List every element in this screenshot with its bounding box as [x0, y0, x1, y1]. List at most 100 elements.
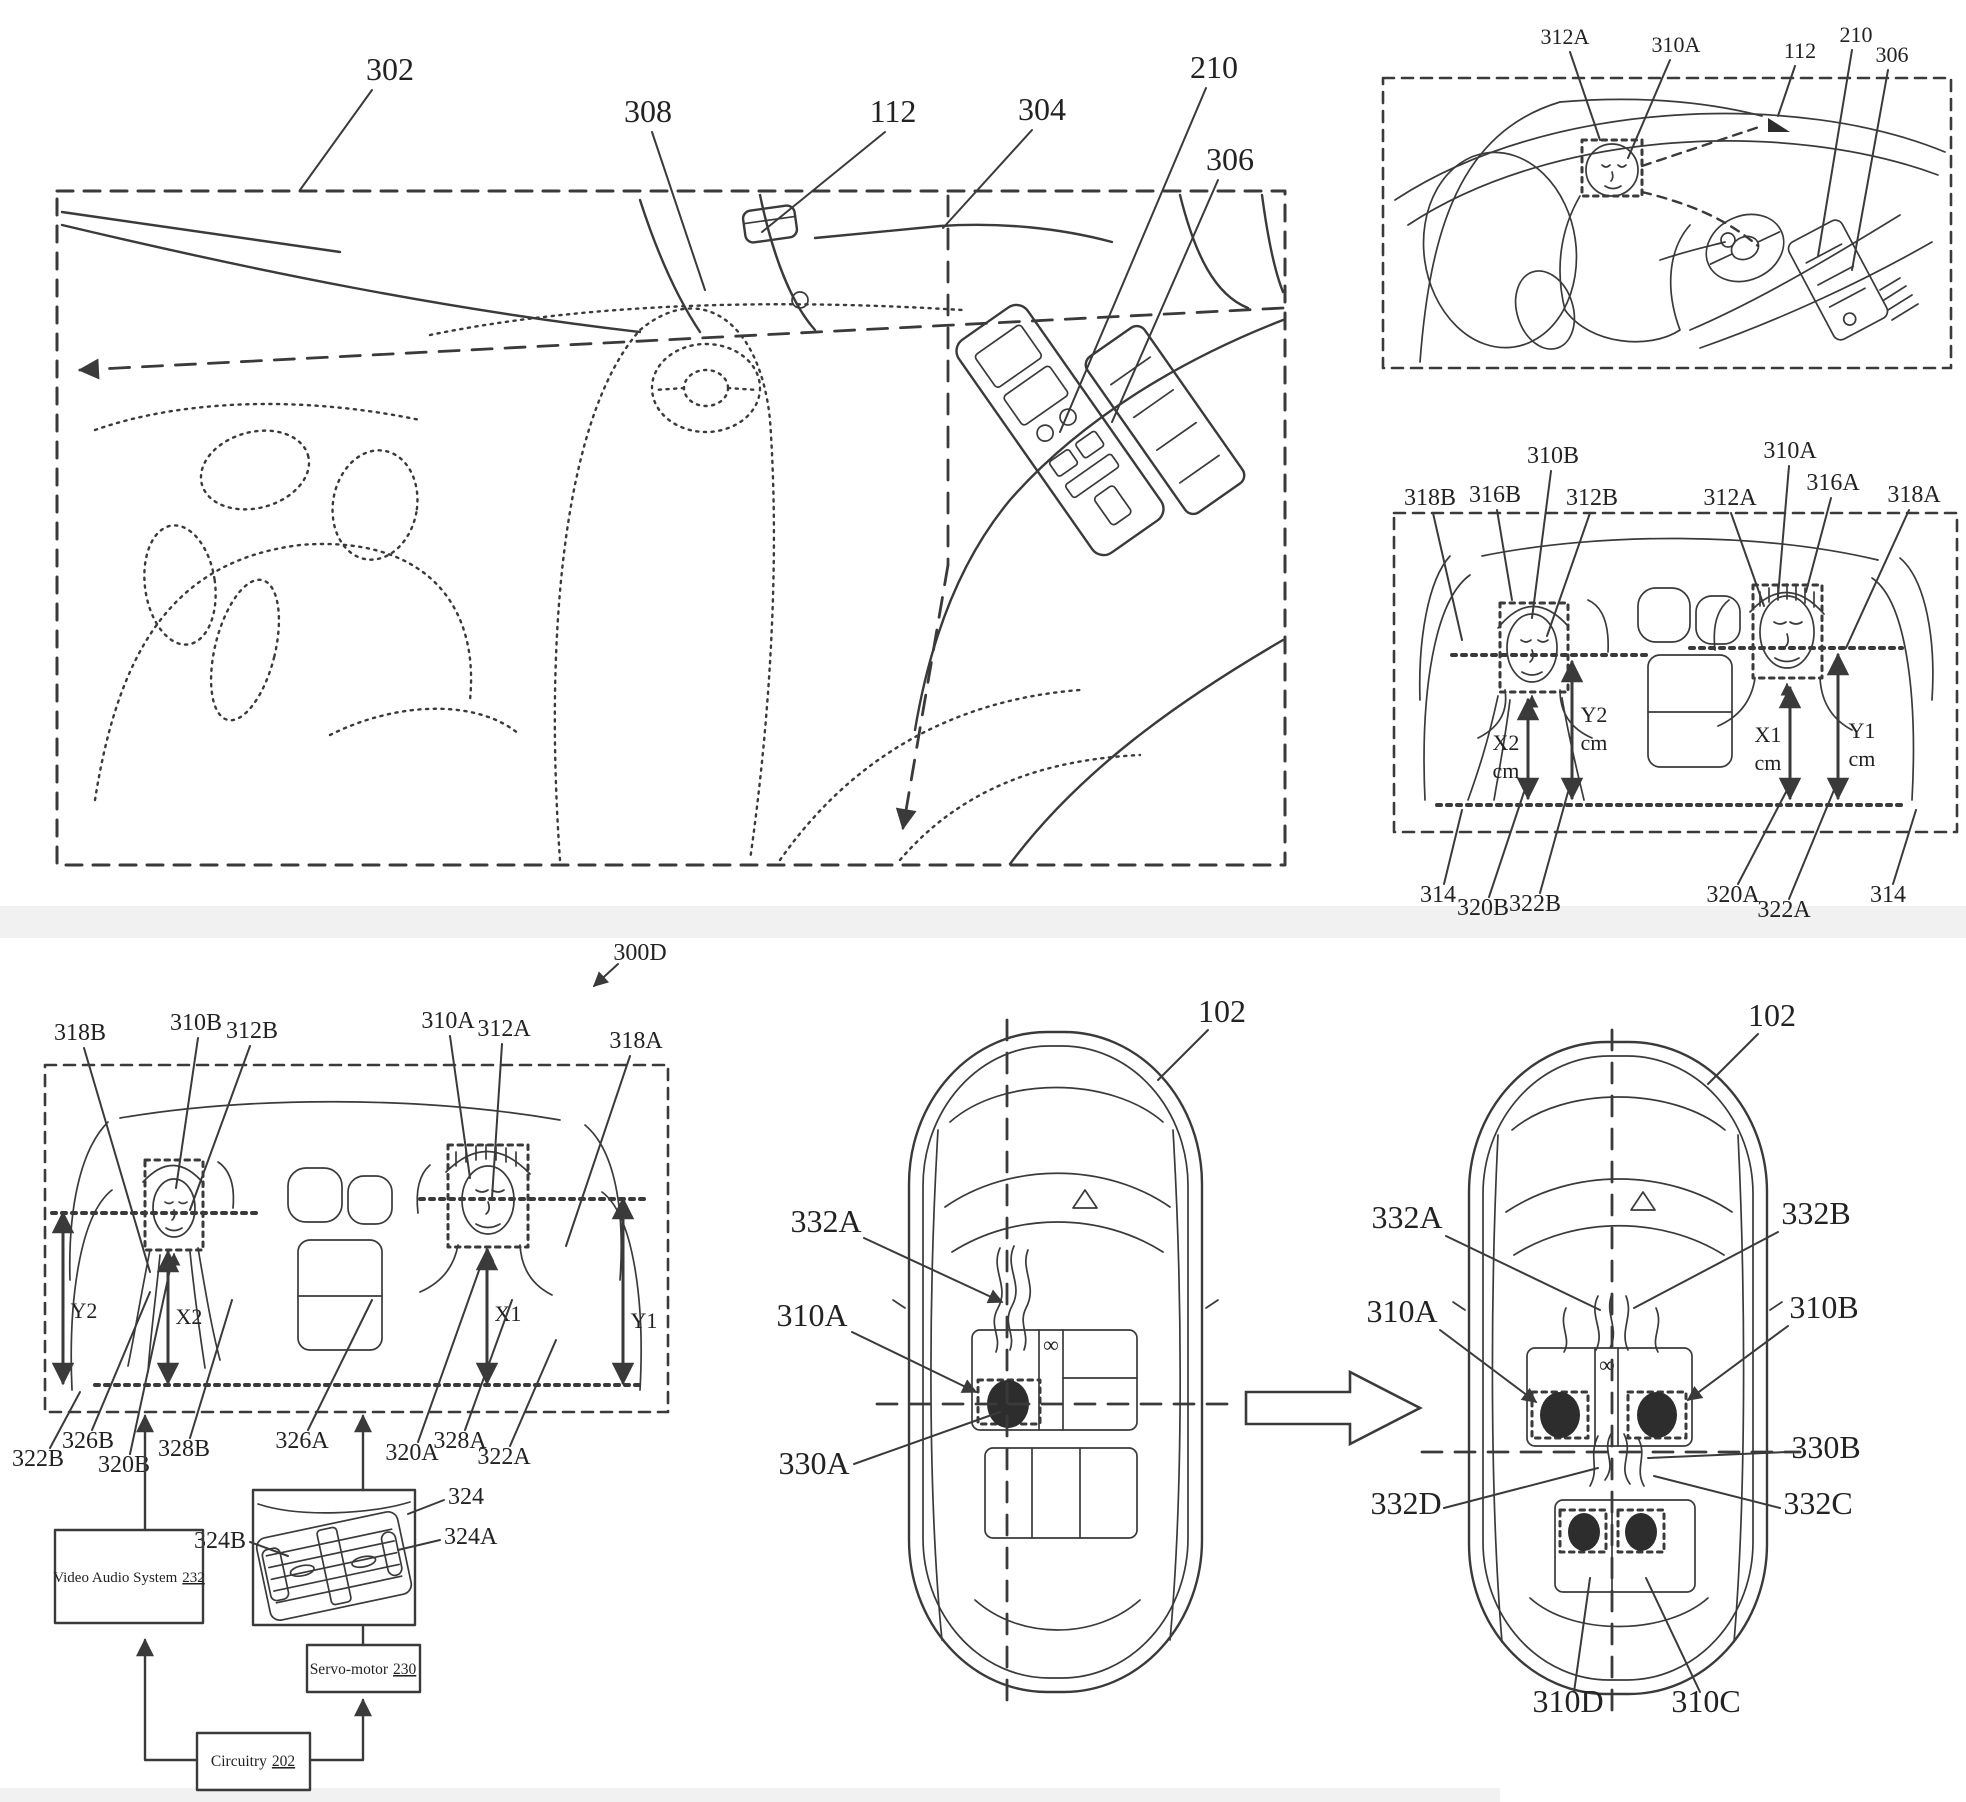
dash-speaker-hatch — [1879, 277, 1919, 321]
label-Y2: Y2 — [71, 1298, 98, 1323]
label-X2-cm: cm — [1493, 758, 1520, 783]
ref-label-310D: 310D — [1532, 1683, 1603, 1719]
transition-block-arrow-icon — [1244, 1369, 1423, 1447]
leader-314-right — [1892, 809, 1917, 885]
ref-label-314-right: 314 — [1870, 882, 1906, 908]
leader-320B — [1488, 791, 1525, 898]
label-X2: X2 — [1493, 730, 1520, 755]
ref-label-318A: 318A — [609, 1028, 663, 1054]
leader-324A — [397, 1539, 441, 1551]
ref-label-318B: 318B — [54, 1020, 106, 1046]
ref-label-310C: 310C — [1671, 1683, 1740, 1719]
cabin-view-dashed-border — [1392, 511, 1959, 834]
label-Y2: Y2 — [1581, 702, 1608, 727]
driver-face-box-dashed — [1580, 138, 1644, 198]
roof-triangle-icon — [1630, 1191, 1656, 1211]
ref-label-308: 308 — [624, 93, 672, 129]
ref-label-314-left: 314 — [1420, 882, 1456, 908]
cabin-top-ref-labels: 318B 316B 310B 312B 312A 310A 316A 318A — [1404, 438, 1941, 649]
cabin-interior: ∞ — [971, 1245, 1138, 1539]
occupant-zone-box-310C — [1616, 1508, 1666, 1554]
leader-210 — [1059, 87, 1207, 433]
face-box-right-dotted — [446, 1143, 530, 1249]
ref-label-112: 112 — [1784, 38, 1816, 63]
leader-310B — [175, 1037, 199, 1189]
panel-measurement-300D: 300D — [12, 940, 670, 1792]
ref-label-102: 102 — [1198, 993, 1246, 1029]
leader-332A — [1445, 1235, 1601, 1311]
ref-label-324A: 324A — [444, 1524, 498, 1550]
cabin-interior: ∞ — [1526, 1293, 1696, 1593]
leader-306 — [1111, 179, 1219, 423]
ref-label-306: 306 — [1876, 42, 1909, 67]
ref-label-310B: 310B — [1789, 1289, 1858, 1325]
connector-circuitry-to-vas — [136, 1638, 199, 1762]
leader-330A — [853, 1411, 1001, 1465]
console-infinity-glyph: ∞ — [1043, 1332, 1059, 1357]
label-Y1-cm: cm — [1849, 746, 1876, 771]
leader-112 — [1777, 65, 1796, 117]
leader-328B — [189, 1299, 233, 1439]
occupant-zone-box-dashed — [976, 1378, 1042, 1426]
car-body — [1452, 1040, 1783, 1696]
ref-label-302: 302 — [366, 51, 414, 87]
measure-labels: X2 cm Y2 cm X1 cm Y1 cm — [1493, 702, 1876, 783]
label-Y1: Y1 — [1849, 718, 1876, 743]
occupant-dot-310B — [1637, 1392, 1677, 1438]
leader-318A — [565, 1055, 631, 1247]
driver-steering-wheel — [1705, 213, 1785, 283]
leader-322B — [49, 1391, 81, 1449]
rearview-mirror — [741, 204, 799, 244]
airflow-squiggles — [993, 1245, 1032, 1353]
ref-label-328A: 328A — [433, 1428, 487, 1454]
leader-322B — [1539, 791, 1569, 894]
ref-label-312A: 312A — [1703, 485, 1757, 511]
occupant-right — [416, 1143, 553, 1296]
ref-label-312B: 312B — [1566, 485, 1618, 511]
gaze-dashed-line-up — [1640, 124, 1764, 168]
connector-circuitry-to-servo — [308, 1698, 372, 1762]
ref-label-332C: 332C — [1783, 1485, 1852, 1521]
leader-112 — [761, 131, 886, 233]
leader-316B — [1496, 509, 1513, 601]
panel-driver-view: 312A 310A 112 210 306 — [1381, 22, 1953, 370]
leader-310A — [449, 1035, 471, 1179]
right-body-lines — [913, 318, 1285, 866]
cabin-bottom-ref-labels: 314 320B 322B 320A 322A 314 — [1420, 789, 1917, 923]
camera-frame-dashed-border — [55, 189, 1287, 867]
ref-label-310B: 310B — [170, 1010, 222, 1036]
ref-label-320B: 320B — [98, 1452, 150, 1478]
leader-310C — [1645, 1577, 1701, 1693]
label-X2: X2 — [176, 1304, 203, 1329]
leader-332A — [863, 1237, 1004, 1304]
vent-inset-border — [251, 1488, 417, 1627]
occupant-left — [127, 1158, 235, 1373]
leader-330B — [1647, 1451, 1789, 1459]
ref-label-112: 112 — [870, 93, 917, 129]
ref-label-316A: 316A — [1806, 470, 1860, 496]
ref-label-320A: 320A — [385, 1440, 439, 1466]
sightline-dashed-arrow-down — [895, 563, 950, 831]
ref-label-310A: 310A — [1652, 32, 1701, 57]
measurement-dashed-border — [43, 1063, 670, 1414]
ref-label-310A: 310A — [1763, 438, 1817, 464]
leader-318B — [1432, 512, 1463, 641]
center-stack-console — [955, 303, 1165, 557]
ref-label-312A: 312A — [1541, 24, 1590, 49]
ref-label-326B: 326B — [62, 1428, 114, 1454]
roof-and-pillar-lines — [60, 193, 1285, 334]
ref-label-310A: 310A — [421, 1008, 475, 1034]
label-X1: X1 — [1755, 722, 1782, 747]
leader-326B — [91, 1291, 151, 1431]
ref-label-328B: 328B — [158, 1436, 210, 1462]
ref-label-306: 306 — [1206, 141, 1254, 177]
leader-210 — [1817, 49, 1853, 257]
ref-label-102: 102 — [1748, 997, 1796, 1033]
ref-label-320A: 320A — [1706, 882, 1760, 908]
occupant-dot-310C — [1625, 1513, 1657, 1551]
ref-label-332A: 332A — [790, 1203, 861, 1239]
